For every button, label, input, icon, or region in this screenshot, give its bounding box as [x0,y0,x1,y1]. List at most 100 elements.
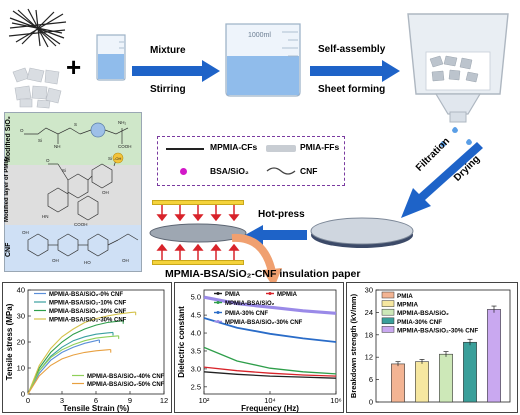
layer-tag-sio2: Modified SiO₂ [5,116,12,162]
y-tick-label: 3.5 [191,346,201,355]
press-bottom-plate [152,260,244,265]
hot-press-arrow [245,225,307,245]
stirring-label: Stirring [150,84,186,95]
y-tick-label: 30 [365,286,373,295]
legend-swatch [381,308,395,316]
y-tick-label: 0 [369,398,373,407]
legend-swatch [381,326,395,333]
y-tick-label: 18 [365,330,373,339]
mixture-label: Mixture [150,45,186,56]
svg-text:OH: OH [22,230,29,235]
cf-legend-label: MPMIA-CFs [210,142,258,152]
y-axis-label: Dielectric constant [177,306,186,378]
plus-sign: + [66,52,82,82]
x-tick-label: 3 [60,396,64,405]
large-beaker: 1000ml [225,23,301,97]
filter-funnel [407,13,509,147]
y-tick-label: 12 [365,353,373,362]
y-tick-label: 24 [365,308,373,317]
series-line-4 [27,335,119,395]
beaker-volume-mark: 1000ml [248,32,271,39]
hot-press-label: Hot-press [258,209,305,220]
svg-text:-OH: -OH [114,156,121,161]
bar [439,353,453,403]
legend-entry: MPMIA-BSA/SiO₂-30% CNF [397,327,478,334]
bar [463,341,477,403]
series-line-0 [27,339,100,395]
legend-entry: MPMIA-BSA/SiO₂-30% CNF [49,318,127,324]
bar [415,361,429,403]
series-line-3 [27,311,136,395]
self-assembly-label: Self-assembly [318,44,386,55]
y-tick-label: 3.0 [191,364,201,373]
legend-entry: MPMIA-BSA/SiO₂ [225,301,275,307]
legend-entry: MPMIA-BSA/SiO₂-40% CNF [87,374,165,380]
legend-entry: PMIA-30% CNF [397,319,442,326]
x-tick-label: 12 [160,396,168,405]
x-tick-label: 10⁶ [330,396,341,405]
series-line-0 [203,371,337,379]
series-line-1 [203,366,337,377]
self-assembly-arrow [310,60,400,82]
x-axis-label: Frequency (Hz) [241,404,299,413]
small-beaker [96,34,126,81]
series-line-4 [203,295,337,315]
legend-entry: PMIA-30% CNF [225,311,268,317]
legend-entry: MPMIA-BSA/SiO₂-50% CNF [87,382,165,388]
filtration-arrow [401,142,483,218]
legend-marker [268,292,272,295]
series-line-2 [27,320,124,395]
y-tick-label: 6 [369,375,373,384]
ff-fiber-bundle [12,67,62,109]
legend-marker [216,320,220,323]
y-axis-label: Breakdown strength (kV/mm) [349,293,358,398]
bar [487,309,501,403]
svg-text:OH: OH [102,190,109,195]
y-tick-label: 4.0 [191,329,201,338]
x-tick-label: 10² [199,396,210,405]
svg-text:O: O [20,128,24,133]
cf-fiber-bundle [8,8,67,48]
legend-entry: MPMIA-BSA/SiO₂ [397,310,449,317]
layer-tag-cnf: CNF [5,242,12,258]
legend-marker [216,311,220,314]
y-axis-label: Tensile stress (MPa) [5,303,14,380]
layer-tag-pmia: Modified layer of PMIA [4,157,10,222]
legend-entry: PMIA [225,292,241,298]
legend-swatch [381,317,395,325]
svg-text:COOH: COOH [74,222,88,227]
cf-legend-line [166,148,204,150]
svg-text:Si: Si [38,138,42,143]
series-line-2 [203,346,337,375]
legend-entry: MPMIA [277,292,298,298]
legend-marker [216,301,220,304]
legend-entry: MPMIA [397,302,418,309]
y-tick-label: 2.5 [191,382,201,391]
cnf-legend-label: CNF [300,166,318,176]
svg-text:O: O [46,158,50,163]
paper-disc [310,217,414,248]
y-tick-label: 0 [21,390,25,399]
dielectric-chart-panel [174,282,344,413]
ff-legend-label: PMIA-FFs [300,142,340,152]
legend-swatch [381,300,395,307]
legend-entry: PMIA [397,293,413,300]
mixture-arrow [132,60,220,82]
component-legend: MPMIA-CFs PMIA-FFs BSA/SiO₂ CNF [157,136,345,186]
svg-text:HN: HN [42,214,49,219]
x-tick-label: 9 [128,396,132,405]
product-label: MPMIA-BSA/SiO₂-CNF insulation paper [165,268,361,280]
svg-text:NH₂: NH₂ [118,120,126,125]
x-tick-label: 10⁴ [264,396,276,405]
press-top-plate [152,200,244,205]
press-up-arrows [156,244,240,260]
svg-text:OH: OH [52,258,59,263]
series-line-5 [27,348,111,395]
svg-text:Si: Si [108,156,112,161]
legend-marker [216,292,220,295]
svg-text:NH: NH [54,144,61,149]
